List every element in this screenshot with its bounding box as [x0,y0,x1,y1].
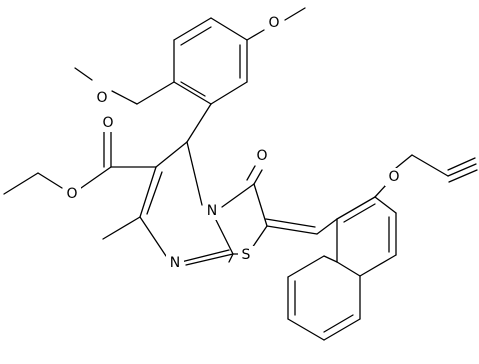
pyrimidine-ring [139,141,234,266]
aryl-c5-bond [186,103,212,143]
methoxy-group-left [74,67,175,105]
atom-n-ring: N [207,203,217,219]
methyl-bond [102,216,141,240]
atom-o-methoxy-left: O [96,90,107,106]
atom-o-methoxy-top: O [268,15,279,31]
naphthalene-ring-system [287,196,397,341]
atom-s-ring: S [242,247,251,263]
dimethoxyphenyl-ring [173,17,248,105]
thiazole-ring [221,183,268,255]
keto-group [246,165,263,185]
atom-o-propargyl: O [388,169,399,185]
atom-o-ester: O [66,186,77,202]
exocyclic-alkene [265,218,318,235]
propargyl-ether-group [374,154,478,198]
atom-labels: O O O O O O N N S [63,14,403,272]
atom-n-imine: N [170,255,180,271]
atom-o-ester-carbonyl: O [102,115,113,131]
atom-o-keto: O [256,148,267,164]
methoxy-group-top [246,7,306,41]
ethyl-ester-group [3,130,157,195]
